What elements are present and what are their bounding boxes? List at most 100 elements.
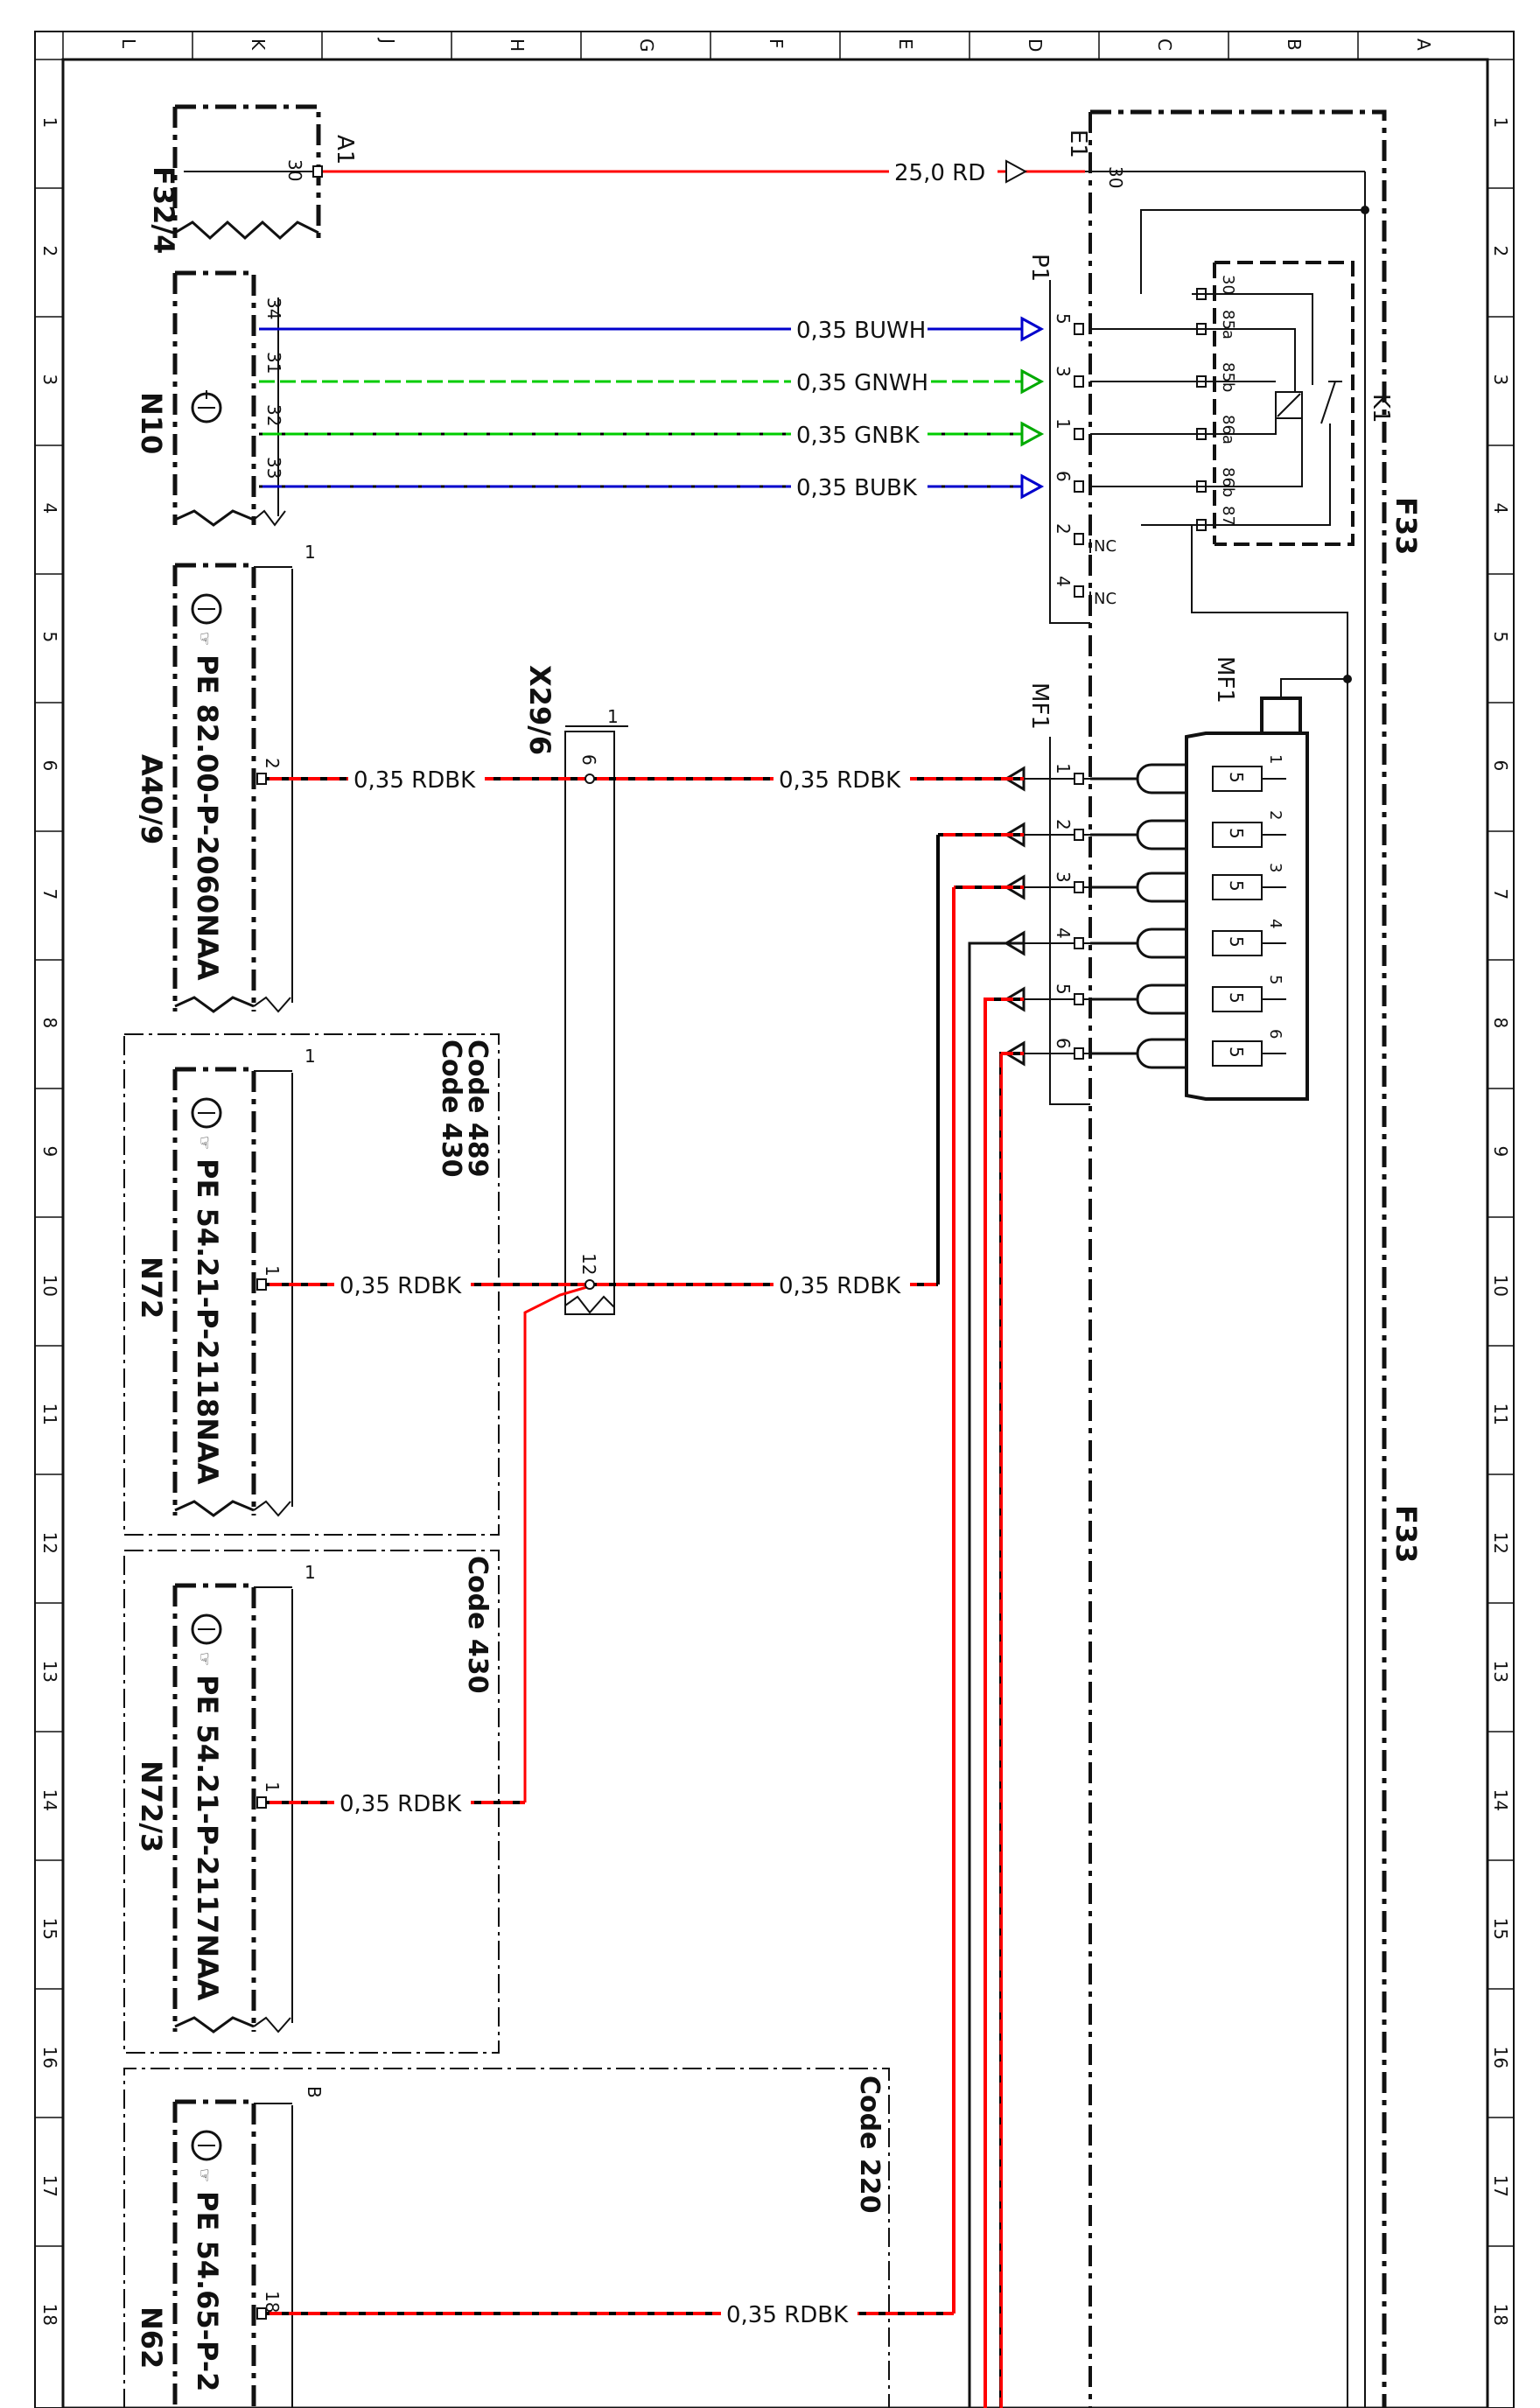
- grid-row-label: 11: [1490, 1404, 1511, 1425]
- fuse-icon: [1212, 930, 1263, 956]
- pin-terminal: [1074, 428, 1084, 440]
- p1-pin-label: 2: [1053, 523, 1074, 535]
- pin-terminal: [1074, 937, 1084, 949]
- f33-e1-pin: 30: [1105, 166, 1126, 188]
- n62-label: N62: [135, 2306, 168, 2369]
- grid-row-label: 14: [1490, 1789, 1511, 1811]
- grid-row-label: 9: [39, 1146, 60, 1158]
- k1-pin-label: 86a: [1219, 415, 1237, 444]
- wire-label: 0,35 GNBK: [796, 423, 920, 449]
- n10-pin-4: 33: [263, 457, 284, 479]
- pin-terminal: [1074, 1047, 1084, 1060]
- component-n72: ☞ PE 54.21-P-2118NAA N72 1 1: [135, 1046, 316, 1517]
- grid-column-label: G: [636, 38, 657, 52]
- fuse-value: 5: [1226, 772, 1247, 783]
- fuse-number: 2: [1266, 810, 1284, 820]
- x29-6-pin-a: 6: [578, 754, 599, 766]
- p1-pin-label: 5: [1053, 313, 1074, 325]
- x29-6-pin-top: 1: [607, 706, 619, 727]
- component-a40-9: ☞ PE 82.00-P-2060NAA A40/9 2 1: [135, 542, 316, 1013]
- fuse-value: 5: [1226, 936, 1247, 948]
- n72-3-label: N72/3: [135, 1760, 168, 1852]
- grid-row-label: 13: [39, 1661, 60, 1683]
- fuse-value: 5: [1226, 880, 1247, 892]
- pin-terminal: [1074, 993, 1084, 1005]
- grid-row-label: 9: [1490, 1146, 1511, 1158]
- grid-row-label: 10: [39, 1275, 60, 1297]
- component-n10: N10 34 31 32 33: [135, 270, 286, 527]
- mf1-pin-label: 4: [1053, 928, 1074, 939]
- fuse-value: 5: [1226, 992, 1247, 1004]
- n72-3-symbol-icon: [191, 1614, 222, 1645]
- grid-column-label: H: [507, 38, 528, 52]
- grid-row-label: 3: [39, 374, 60, 386]
- grid-row-label: 7: [1490, 889, 1511, 900]
- grid-row-label: 5: [1490, 632, 1511, 643]
- component-f32-4: F32/4 30 A1: [147, 104, 358, 254]
- grid-row-label: 13: [1490, 1661, 1511, 1683]
- a40-9-doc: PE 82.00-P-2060NAA: [191, 654, 224, 981]
- wire-label: 0,35 GNWH: [796, 370, 928, 396]
- p1-pin-label: 3: [1053, 366, 1074, 377]
- wire-label: 0,35 RDBK: [779, 767, 901, 794]
- grid-row-label: 2: [39, 246, 60, 257]
- a40-9-label: A40/9: [135, 754, 168, 844]
- p1-pin-label: 6: [1053, 471, 1074, 482]
- pin-terminal: [1074, 480, 1084, 493]
- grid-row-label: 8: [39, 1018, 60, 1029]
- wire-gnwh: 0,35 GNWH: [259, 368, 1032, 397]
- grid-row-label: 6: [1490, 760, 1511, 772]
- grid-row-label: 17: [39, 2175, 60, 2197]
- x29-6-label: X29/6: [523, 665, 556, 755]
- mf1-pin-label: 6: [1053, 1038, 1074, 1049]
- component-x29-6: X29/6 1 6 12: [523, 665, 628, 1315]
- n72-pin: 1: [262, 1265, 283, 1277]
- grid-row-label: 15: [39, 1918, 60, 1940]
- wire-bubk: 0,35 BUBK: [259, 472, 1032, 502]
- grid-row-label: 1: [39, 117, 60, 129]
- n72-3-doc: PE 54.21-P-2117NAA: [191, 1675, 224, 2001]
- grid-row-label: 10: [1490, 1275, 1511, 1297]
- pin-terminal: [1074, 375, 1084, 388]
- k1-pin-label: 85b: [1219, 362, 1237, 392]
- pin-terminal: [1074, 533, 1084, 545]
- code-label: Code 430: [436, 1040, 466, 1178]
- grid-row-label: 11: [39, 1404, 60, 1425]
- k1-pin-label: 87: [1219, 506, 1237, 526]
- fuse-number: 1: [1266, 754, 1284, 764]
- f33-label-bottom: F33: [1390, 1505, 1423, 1563]
- fuse-icon: [1212, 986, 1263, 1012]
- wire-label: 0,35 RDBK: [779, 1273, 901, 1299]
- n72-symbol-icon: [191, 1097, 222, 1129]
- grid-row-label: 4: [1490, 503, 1511, 514]
- fuse-number: 5: [1266, 975, 1284, 984]
- fuse-value: 5: [1226, 828, 1247, 839]
- nc-label: NC: [1094, 590, 1116, 608]
- grid-row-label: 4: [39, 503, 60, 514]
- mf1-label: MF1: [1026, 682, 1053, 730]
- n10-label: N10: [135, 392, 168, 454]
- fuse-number: 3: [1266, 863, 1284, 872]
- grid-row-label: 16: [1490, 2047, 1511, 2068]
- fuse-link-icon: [1090, 984, 1186, 1015]
- fuse-link-icon: [1090, 819, 1186, 850]
- n72-3-pin-top: 1: [304, 1562, 316, 1583]
- k1-label: K1: [1368, 394, 1394, 424]
- grid-row-label: 18: [39, 2304, 60, 2326]
- p1-pin-label: 1: [1053, 418, 1074, 430]
- pin-terminal: [1074, 881, 1084, 893]
- wire-25-rd: 25,0 RD: [322, 158, 1366, 2408]
- n62-pin-top: B: [304, 2086, 325, 2098]
- fuse-number: 4: [1266, 919, 1284, 928]
- f32-4-pin: 30: [284, 159, 305, 181]
- grid-row-label: 6: [39, 760, 60, 772]
- wire-label: 0,35 RDBK: [726, 2302, 849, 2328]
- grid-column-label: K: [248, 38, 269, 51]
- p1-label: P1: [1026, 254, 1053, 282]
- n10-pin-1: 34: [263, 298, 284, 319]
- grid-column-label: L: [118, 38, 139, 49]
